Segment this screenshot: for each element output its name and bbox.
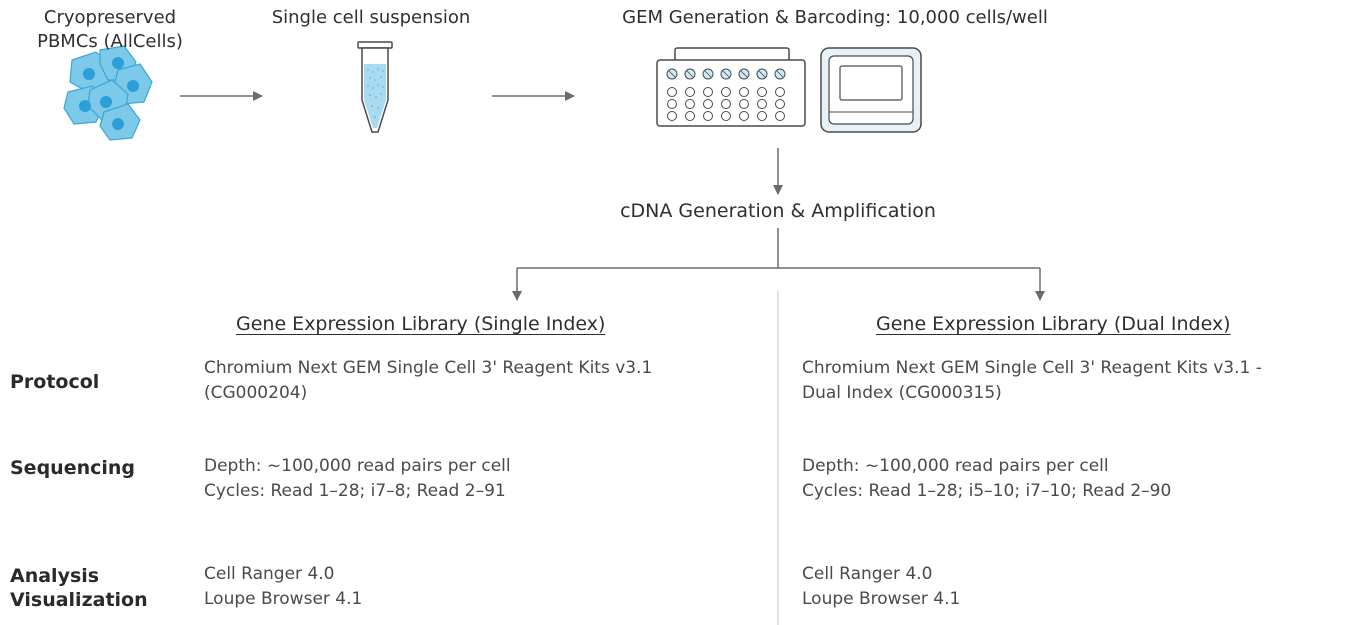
dual-index-analysis-line1: Cell Ranger 4.0 xyxy=(802,564,933,584)
dual-index-protocol: Chromium Next GEM Single Cell 3' Reagent… xyxy=(802,356,1262,406)
dual-index-sequencing: Depth: ~100,000 read pairs per cell Cycl… xyxy=(802,454,1171,504)
row-label-protocol: Protocol xyxy=(10,371,100,393)
single-index-sequencing: Depth: ~100,000 read pairs per cell Cycl… xyxy=(204,454,511,504)
branch-connector xyxy=(512,228,1045,301)
dual-index-analysis: Cell Ranger 4.0 Loupe Browser 4.1 xyxy=(802,562,960,612)
row-label-analysis: Analysis Visualization xyxy=(10,564,148,612)
single-index-protocol-line2: (CG000204) xyxy=(204,383,308,403)
chromium-controller-icon xyxy=(820,47,922,133)
single-index-sequencing-line1: Depth: ~100,000 read pairs per cell xyxy=(204,456,511,476)
step-label-suspension: Single cell suspension xyxy=(271,7,471,28)
row-label-sequencing: Sequencing xyxy=(10,457,136,479)
dual-index-analysis-line2: Loupe Browser 4.1 xyxy=(802,589,961,609)
single-index-sequencing-line2: Cycles: Read 1–28; i7–8; Read 2–91 xyxy=(204,481,506,501)
step-label-cdna: cDNA Generation & Amplification xyxy=(620,200,936,222)
step-label-cells: Cryopreserved PBMCs (AllCells) xyxy=(37,7,183,52)
tube-icon xyxy=(357,41,393,133)
step-label-gem: GEM Generation & Barcoding: 10,000 cells… xyxy=(622,7,1048,28)
single-index-analysis-line2: Loupe Browser 4.1 xyxy=(204,589,363,609)
row-label-analysis-line1: Analysis xyxy=(10,565,100,587)
dual-index-sequencing-line2: Cycles: Read 1–28; i5–10; i7–10; Read 2–… xyxy=(802,481,1172,501)
dual-index-sequencing-line1: Depth: ~100,000 read pairs per cell xyxy=(802,456,1109,476)
single-index-analysis: Cell Ranger 4.0 Loupe Browser 4.1 xyxy=(204,562,362,612)
dual-index-protocol-line1: Chromium Next GEM Single Cell 3' Reagent… xyxy=(802,358,1262,378)
row-label-analysis-line2: Visualization xyxy=(10,589,148,611)
dual-index-protocol-line2: Dual Index (CG000315) xyxy=(802,383,1002,403)
single-index-protocol: Chromium Next GEM Single Cell 3' Reagent… xyxy=(204,356,652,406)
pbmc-cells-icon xyxy=(63,45,153,141)
chip-icon xyxy=(656,47,806,127)
library-heading-dual-index: Gene Expression Library (Dual Index) xyxy=(876,313,1231,335)
single-index-analysis-line1: Cell Ranger 4.0 xyxy=(204,564,335,584)
single-index-protocol-line1: Chromium Next GEM Single Cell 3' Reagent… xyxy=(204,358,653,378)
library-heading-single-index: Gene Expression Library (Single Index) xyxy=(236,313,606,335)
